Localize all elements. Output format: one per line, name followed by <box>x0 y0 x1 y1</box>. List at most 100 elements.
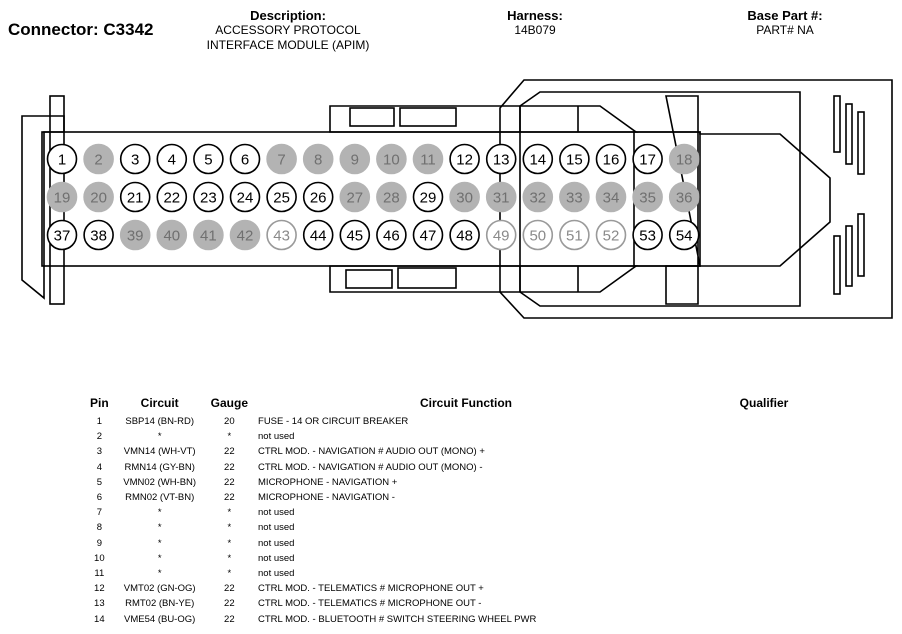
table-row: 8**not used <box>86 520 848 535</box>
cell-pin: 5 <box>96 476 102 488</box>
pin-54: 54 <box>668 219 700 251</box>
cell-pin: 14 <box>94 613 105 625</box>
pin-number: 40 <box>163 228 180 245</box>
pin-27: 27 <box>339 181 371 213</box>
pin-number: 3 <box>131 152 139 169</box>
pin-circle <box>339 219 371 251</box>
cell-gauge: 22 <box>224 446 235 458</box>
pin-11: 11 <box>412 143 444 175</box>
pin-circle <box>412 181 444 213</box>
table-row: 9**not used <box>86 536 848 551</box>
pin-12: 12 <box>449 143 480 175</box>
cell-gauge: 22 <box>224 476 235 488</box>
table-row: 11**not used <box>86 566 848 581</box>
cell-pin: 12 <box>94 583 105 595</box>
pin-number: 26 <box>310 190 327 207</box>
base-part-block: Base Part #: PART# NA <box>720 8 850 38</box>
pin-circle <box>193 143 224 175</box>
cell-qualifier <box>680 414 848 429</box>
pin-table: Pin Circuit Gauge Circuit Function Quali… <box>86 396 848 627</box>
pin-circle <box>156 181 188 213</box>
pin-34: 34 <box>595 181 627 213</box>
pin-43: 43 <box>266 219 297 251</box>
cell-qualifier <box>680 596 848 611</box>
pin-circle <box>46 181 78 213</box>
pin-29: 29 <box>412 181 444 213</box>
cell-qualifier <box>680 581 848 596</box>
pin-47: 47 <box>412 219 444 251</box>
pin-number: 36 <box>676 190 693 207</box>
cell-function: not used <box>258 567 295 579</box>
pin-7: 7 <box>266 143 297 175</box>
pin-number: 31 <box>493 190 510 207</box>
cell-qualifier <box>680 611 848 626</box>
cell-pin: 7 <box>96 507 102 519</box>
pin-26: 26 <box>302 181 334 213</box>
pin-circle <box>632 143 663 175</box>
pin-number: 28 <box>383 190 400 207</box>
pin-3: 3 <box>119 143 151 175</box>
pin-number: 32 <box>529 190 546 207</box>
harness-label: Harness: <box>507 8 563 23</box>
pin-number: 39 <box>127 228 144 245</box>
pin-number: 5 <box>204 152 212 169</box>
pin-number: 11 <box>420 152 436 169</box>
pin-number: 16 <box>603 152 620 169</box>
pin-number: 13 <box>493 152 510 169</box>
pin-number: 35 <box>639 190 656 207</box>
pin-number: 8 <box>314 152 322 169</box>
pin-circle <box>193 219 224 251</box>
pin-circle <box>595 143 627 175</box>
pin-number: 29 <box>420 190 437 207</box>
cell-circuit: * <box>157 567 162 579</box>
cell-qualifier <box>680 566 848 581</box>
cell-circuit: VMN14 (WH-VT) <box>123 446 196 458</box>
pin-4: 4 <box>156 143 188 175</box>
pin-37: 37 <box>46 219 78 251</box>
pin-circle <box>522 219 554 251</box>
pin-number: 45 <box>346 228 363 245</box>
pin-38: 38 <box>83 219 114 251</box>
pin-circle <box>83 143 114 175</box>
cell-pin: 4 <box>96 461 102 473</box>
pin-number: 22 <box>163 190 180 207</box>
pin-number: 27 <box>346 190 363 207</box>
description-block: Description: ACCESSORY PROTOCOL INTERFAC… <box>188 8 388 53</box>
cell-gauge: 22 <box>224 598 235 610</box>
pin-50: 50 <box>522 219 554 251</box>
pin-circle <box>156 143 188 175</box>
pin-40: 40 <box>156 219 188 251</box>
cell-function: CTRL MOD. - NAVIGATION # AUDIO OUT (MONO… <box>258 461 483 473</box>
pin-31: 31 <box>485 181 517 213</box>
pin-number: 54 <box>676 228 693 245</box>
pin-circle <box>668 219 700 251</box>
pin-number: 34 <box>603 190 620 207</box>
pin-circle <box>46 143 78 175</box>
pin-circle <box>119 143 151 175</box>
pin-circle <box>302 181 334 213</box>
pin-14: 14 <box>522 143 554 175</box>
header-circuit: Circuit <box>140 396 179 410</box>
pin-number: 51 <box>566 228 583 245</box>
pin-circle <box>119 181 151 213</box>
cell-qualifier <box>680 490 848 505</box>
pin-number: 25 <box>273 190 290 207</box>
pin-circle <box>449 181 480 213</box>
pin-5: 5 <box>193 143 224 175</box>
cell-function: CTRL MOD. - NAVIGATION # AUDIO OUT (MONO… <box>258 446 485 458</box>
cell-qualifier <box>680 444 848 459</box>
pin-32: 32 <box>522 181 554 213</box>
header-pin: Pin <box>90 396 109 410</box>
pin-19: 19 <box>46 181 78 213</box>
cell-pin: 1 <box>96 416 102 428</box>
pin-circle <box>595 181 627 213</box>
pin-33: 33 <box>559 181 590 213</box>
pin-number: 24 <box>237 190 254 207</box>
pin-number: 12 <box>456 152 473 169</box>
pin-23: 23 <box>193 181 224 213</box>
pin-circle <box>119 219 151 251</box>
